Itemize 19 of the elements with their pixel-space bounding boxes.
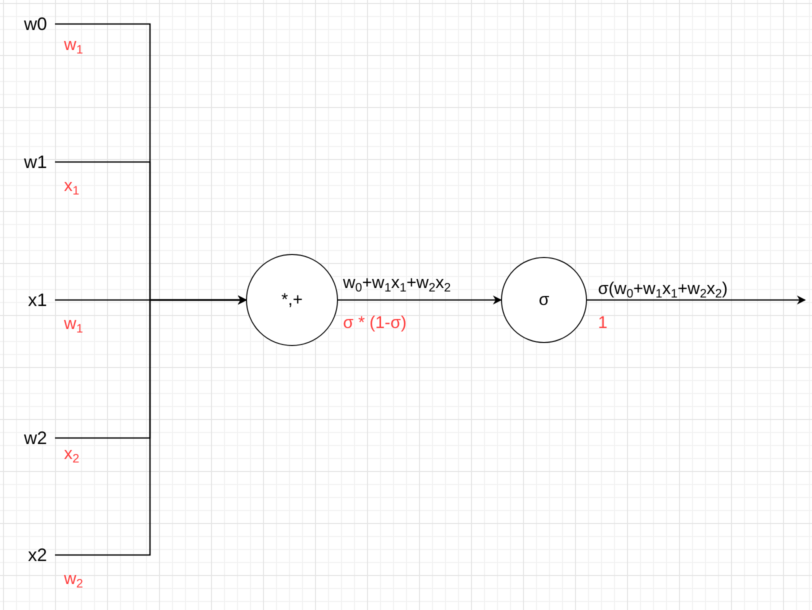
gradient-label: σ * (1-σ) xyxy=(343,312,406,334)
input-label: w1 xyxy=(14,151,55,173)
arrow xyxy=(338,296,502,304)
input-label: w2 xyxy=(14,427,55,449)
gradient-label: 1 xyxy=(598,312,608,334)
operation-circle: *,+ xyxy=(246,254,338,346)
edge-label: σ(w$_{0}$+w$_{1}$x$_{1}$+w$_{2}$x$_{2}$) xyxy=(598,278,728,300)
arrow xyxy=(587,296,806,304)
input-label: x2 xyxy=(14,544,55,566)
gradient-label: x$_{2}$ xyxy=(64,443,80,465)
gradient-label: w$_{1}$ xyxy=(64,34,84,56)
arrow xyxy=(55,296,247,556)
operation-circle: σ xyxy=(501,257,587,343)
input-label: w0 xyxy=(14,13,55,35)
edge-label: w$_{0}$+w$_{1}$x$_{1}$+w$_{2}$x$_{2}$ xyxy=(343,272,451,294)
input-label: x1 xyxy=(14,289,55,311)
gradient-label: w$_{1}$ xyxy=(64,313,84,335)
gradient-label: w$_{2}$ xyxy=(64,568,84,590)
gradient-label: x$_{1}$ xyxy=(64,175,80,197)
